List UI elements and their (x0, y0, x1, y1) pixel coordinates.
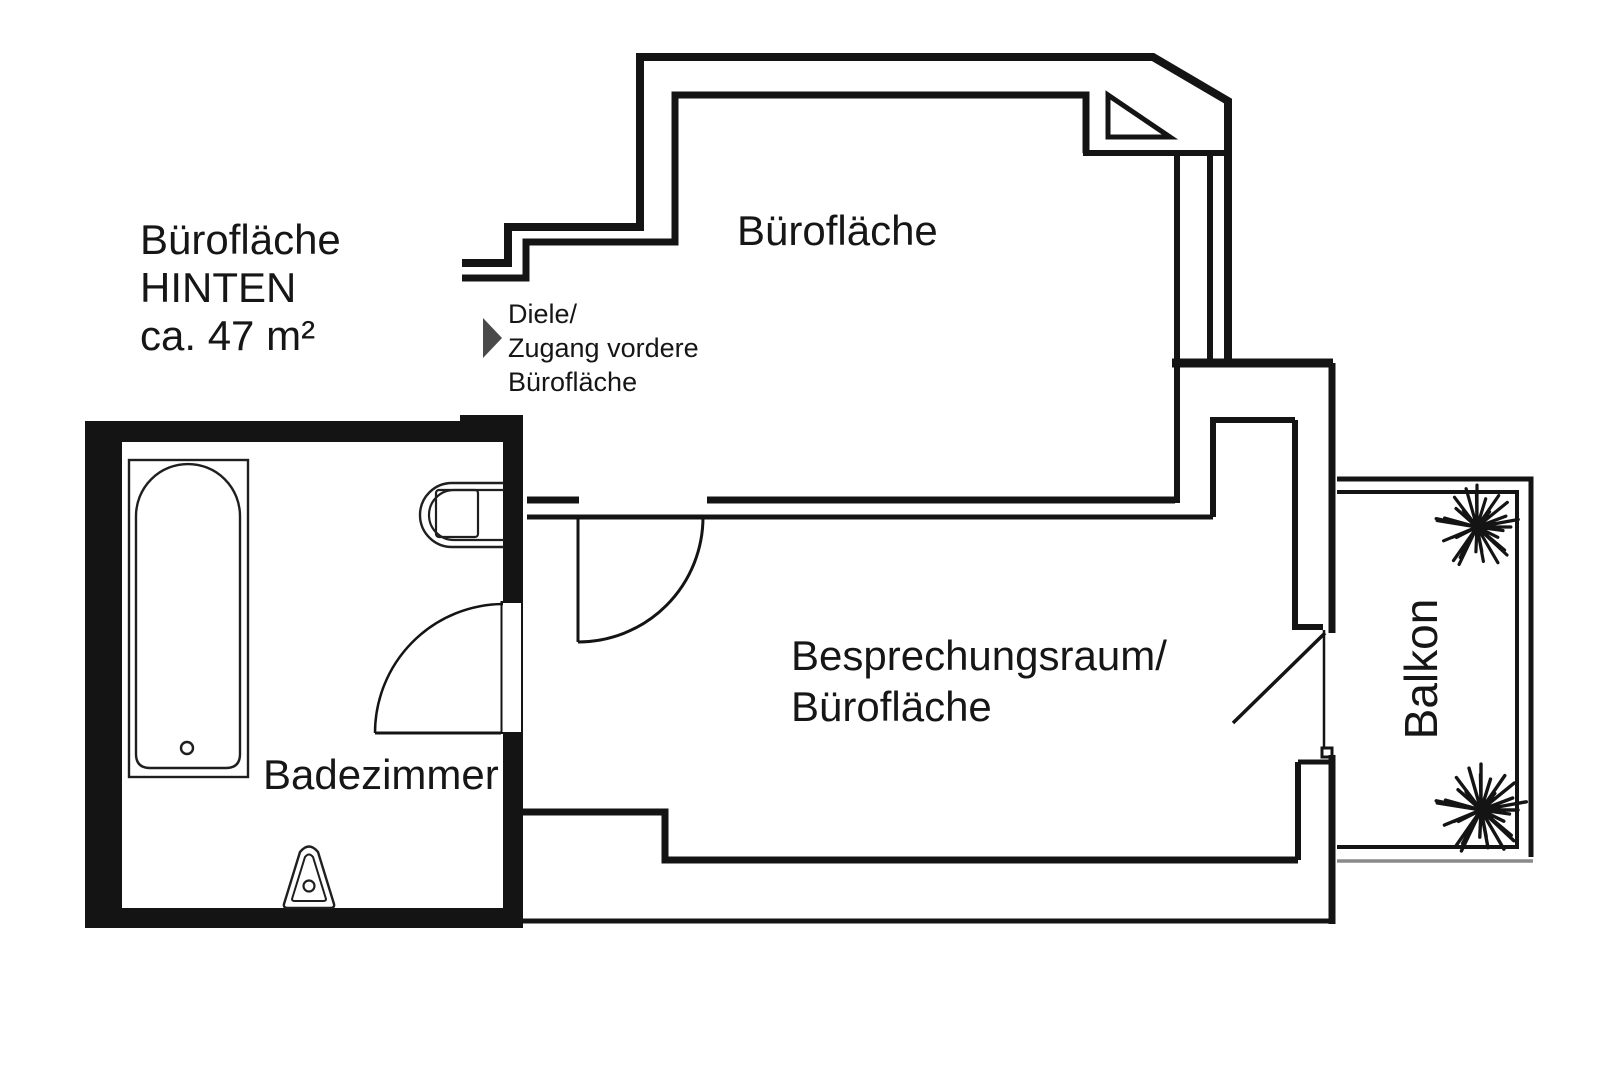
sink-icon (282, 845, 336, 910)
meeting-bottom-inner-wall (523, 808, 1298, 864)
plant-center (1477, 806, 1485, 814)
title-block: Bürofläche HINTEN ca. 47 m² (140, 216, 341, 360)
bathtub-drain-icon (179, 740, 195, 756)
sink-drain-icon (302, 879, 316, 893)
meeting-room-walls (523, 363, 1336, 924)
bathtub-icon (127, 458, 250, 779)
office-top-walls (462, 53, 1333, 503)
meeting-right-inner-wall (1292, 420, 1323, 630)
room-label-office-top: Bürofläche (737, 207, 938, 254)
office-inner-wall (462, 91, 1090, 282)
hallway-line-1: Diele/ (508, 299, 578, 329)
bathtub-basin-icon (134, 462, 242, 770)
room-label-meeting: Besprechungsraum/ Bürofläche (791, 630, 1167, 732)
balcony-inner-rail (1337, 490, 1519, 849)
room-label-bathroom: Badezimmer (263, 751, 499, 798)
room-label-hallway: Diele/ Zugang vordere Bürofläche (508, 297, 699, 399)
toilet-icon (418, 481, 504, 549)
meeting-line-2: Bürofläche (791, 683, 992, 730)
balcony-walls (1337, 476, 1534, 863)
bathroom-right-wall-upper (503, 421, 523, 602)
bathroom-walls (85, 415, 523, 928)
stair-triangle-icon (1105, 90, 1179, 140)
bathroom-door-leaf (500, 601, 523, 734)
bathroom-top-wall-step (460, 415, 523, 423)
hallway-line-2: Zugang vordere (508, 333, 699, 363)
entrance-arrow-icon (483, 318, 502, 358)
title-line-3: ca. 47 m² (140, 312, 316, 359)
plant-icon (1434, 483, 1520, 566)
meeting-line-1: Besprechungsraum/ (791, 632, 1167, 679)
room-label-balcony: Balkon (1395, 598, 1447, 740)
duct-walls (1174, 153, 1213, 363)
bathroom-bottom-wall (85, 908, 523, 928)
plant-center (1473, 523, 1481, 531)
bathroom-fixtures (127, 458, 504, 910)
toilet-seat-icon (434, 488, 480, 539)
plant-icon (1434, 762, 1528, 853)
sink-basin-icon (290, 853, 328, 902)
hallway-line-3: Bürofläche (508, 367, 638, 397)
balcony-door-leaf (1231, 631, 1327, 725)
title-line-2: HINTEN (140, 264, 297, 311)
title-line-1: Bürofläche (140, 216, 341, 263)
bathroom-top-wall (85, 421, 523, 442)
balcony-door-jamb (1320, 746, 1334, 759)
bathroom-right-wall-lower (503, 733, 523, 928)
toilet-bowl-icon (427, 488, 504, 542)
bathroom-left-wall (85, 421, 122, 928)
meeting-right-notch-wall (1210, 417, 1295, 517)
office-outer-wall (462, 53, 1232, 363)
meeting-door-swing-arc (577, 516, 705, 644)
bathroom-door-swing-arc (373, 602, 504, 734)
balcony-outer-rail (1337, 476, 1534, 857)
